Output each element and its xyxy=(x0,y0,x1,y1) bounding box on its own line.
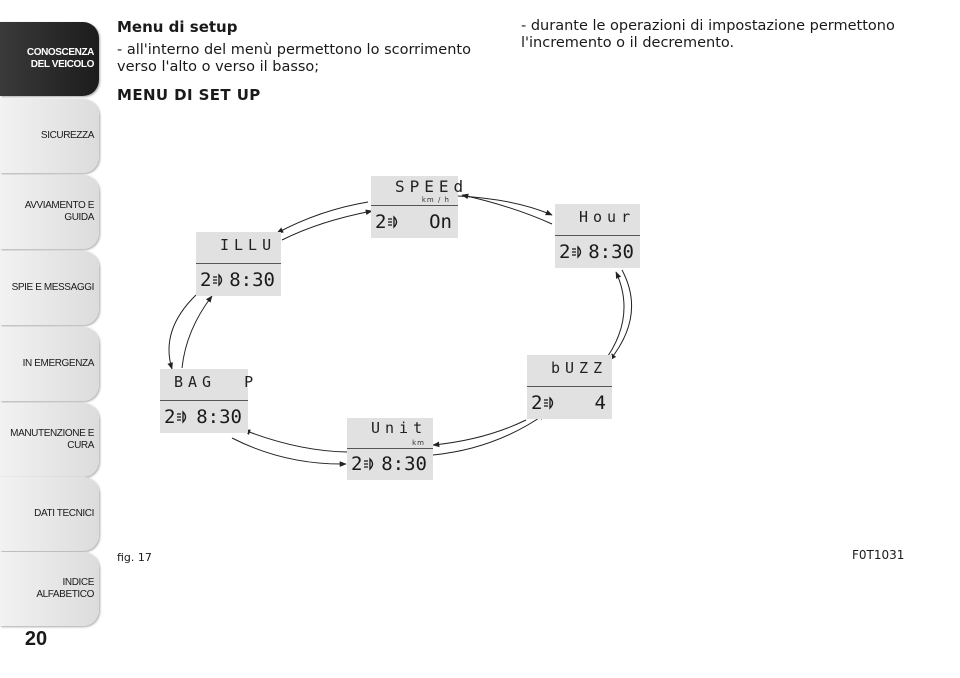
display-value: 4 xyxy=(594,391,606,414)
display-status-row: 2 8:30 xyxy=(559,235,634,268)
display-status-row: 2 4 xyxy=(531,386,606,419)
display-speed: SPEEd km / h 2 On xyxy=(371,176,469,238)
lights-icon xyxy=(177,409,187,424)
display-title: BAG P xyxy=(174,373,259,391)
display-unit: Unit km 2 8:30 xyxy=(347,418,433,480)
lights-icon xyxy=(388,215,398,229)
tab-dati-tecnici[interactable]: DATI TECNICI xyxy=(0,477,99,551)
display-title: Hour xyxy=(579,208,636,226)
figure-code: F0T1031 xyxy=(852,548,905,562)
display-value: 8:30 xyxy=(229,268,275,291)
tab-label: MANUTENZIONE E CURA xyxy=(10,428,94,451)
arrow-buzz-to-unit xyxy=(432,419,527,448)
arrow-unit-to-bag xyxy=(243,429,348,453)
display-bag-p: BAG P 2 8:30 xyxy=(160,369,259,433)
page-number: 20 xyxy=(24,628,48,650)
gear-digit: 2 xyxy=(351,453,363,475)
lights-icon xyxy=(544,395,554,410)
arrow-hour-to-buzz xyxy=(609,269,633,361)
gear-digit: 2 xyxy=(559,240,571,263)
tab-label: AVVIAMENTO E GUIDA xyxy=(24,200,95,223)
display-title: bUZZ xyxy=(551,359,608,377)
display-divider xyxy=(347,448,433,449)
display-value: On xyxy=(429,211,452,233)
tab-avviamento-e-guida[interactable]: AVVIAMENTO E GUIDA xyxy=(0,175,99,249)
left-column: Menu di setup - all'interno del menù per… xyxy=(117,18,497,104)
display-status-row: 2 On xyxy=(375,206,452,238)
figure-section-title: MENU DI SET UP xyxy=(117,86,261,104)
display-status-row: 2 8:30 xyxy=(200,263,275,296)
arrow-illu-to-speed xyxy=(281,209,373,241)
gear-digit: 2 xyxy=(531,391,543,414)
arrow-speed-to-hour xyxy=(457,195,553,216)
tab-manutenzione-e-cura[interactable]: MANUTENZIONE E CURA xyxy=(0,403,99,477)
display-hour: Hour 2 8:30 xyxy=(555,204,640,268)
gear-digit: 2 xyxy=(375,211,387,233)
display-status-row: 2 8:30 xyxy=(164,400,242,433)
body-paragraph: - all'interno del menù permettono lo sco… xyxy=(117,42,471,75)
figure-label: fig. 17 xyxy=(117,551,152,564)
tab-label: DATI TECNICI xyxy=(34,508,94,519)
arrow-bag-to-unit xyxy=(231,437,347,467)
right-column: - durante le operazioni di impostazione … xyxy=(521,18,901,52)
display-divider xyxy=(527,386,612,387)
display-illu: ILLU 2 8:30 xyxy=(196,232,281,296)
tab-indice-alfabetico[interactable]: INDICE ALFABETICO xyxy=(0,552,99,626)
display-value: 8:30 xyxy=(588,240,634,263)
tab-in-emergenza[interactable]: IN EMERGENZA xyxy=(0,327,99,401)
display-unit: km / h xyxy=(421,196,450,204)
tab-label: IN EMERGENZA xyxy=(22,358,95,369)
display-status-row: 2 8:30 xyxy=(351,448,427,480)
display-divider xyxy=(160,400,248,401)
lights-icon xyxy=(572,244,582,259)
display-divider xyxy=(371,205,458,206)
display-title: Unit xyxy=(371,419,428,437)
display-buzz: bUZZ 2 4 xyxy=(527,355,612,419)
lights-icon xyxy=(213,272,223,287)
arrow-buzz-to-hour xyxy=(602,271,625,364)
display-title: ILLU xyxy=(220,236,277,254)
display-value: 8:30 xyxy=(381,453,427,475)
tab-label: INDICE ALFABETICO xyxy=(36,577,94,600)
gear-digit: 2 xyxy=(200,268,212,291)
arrow-unit-to-buzz xyxy=(432,413,546,456)
display-title: SPEEd xyxy=(395,177,469,196)
arrow-illu-to-bag xyxy=(167,294,197,370)
tab-conoscenza-del-veicolo[interactable]: CONOSCENZA DEL VEICOLO xyxy=(0,22,99,96)
tab-label: SICUREZZA xyxy=(40,130,94,141)
section-heading: Menu di setup xyxy=(117,18,238,36)
body-paragraph: - durante le operazioni di impostazione … xyxy=(521,18,895,51)
lights-icon xyxy=(364,457,374,471)
display-divider xyxy=(196,263,281,264)
tab-spie-e-messaggi[interactable]: SPIE E MESSAGGI xyxy=(0,251,99,325)
arrow-speed-to-illu xyxy=(276,201,369,234)
tab-label: SPIE E MESSAGGI xyxy=(11,282,95,293)
display-unit-label: km xyxy=(412,439,425,447)
arrow-bag-to-illu xyxy=(181,295,213,369)
display-value: 8:30 xyxy=(196,405,242,428)
gear-digit: 2 xyxy=(164,405,176,428)
arrow-hour-to-speed xyxy=(461,193,553,225)
tab-sicurezza[interactable]: SICUREZZA xyxy=(0,99,99,173)
tab-label: CONOSCENZA DEL VEICOLO xyxy=(26,47,95,70)
display-divider xyxy=(555,235,640,236)
